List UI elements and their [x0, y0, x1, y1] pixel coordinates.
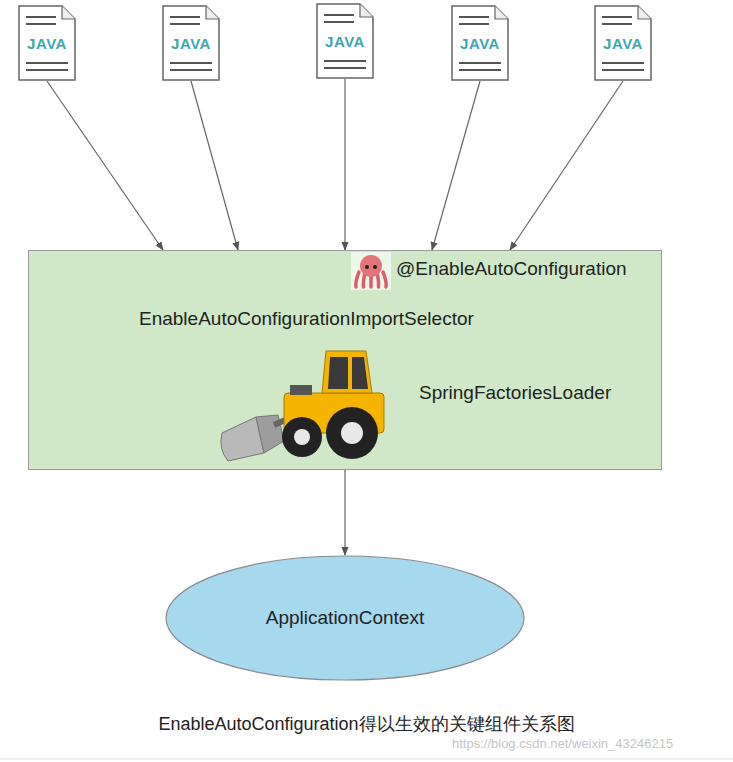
page-line	[26, 23, 56, 25]
page-line	[170, 69, 212, 71]
page-fold	[638, 6, 651, 19]
java-file-icon: JAVA	[451, 5, 509, 81]
page-line	[602, 16, 632, 18]
page-line	[170, 16, 200, 18]
file-type-label: JAVA	[18, 35, 76, 52]
page-line	[26, 69, 68, 71]
flow-arrow	[191, 81, 238, 250]
annotation-name: @EnableAutoConfiguration	[396, 258, 627, 280]
watermark: https://blog.csdn.net/weixin_43246215	[452, 736, 673, 751]
page-shape	[317, 4, 373, 78]
java-file-icon: JAVA	[594, 5, 652, 81]
page-fold	[206, 6, 219, 19]
page-shape	[163, 6, 219, 80]
context-ellipse: ApplicationContext	[165, 555, 525, 681]
java-file-icon: JAVA	[316, 3, 374, 79]
page-line	[170, 23, 200, 25]
page-line	[459, 23, 489, 25]
java-file-icon: JAVA	[162, 5, 220, 81]
page-shape	[595, 6, 651, 80]
flow-arrow	[510, 81, 623, 250]
octopus-icon	[351, 252, 391, 290]
flow-arrow	[344, 79, 345, 250]
file-type-label: JAVA	[162, 35, 220, 52]
page-fold	[495, 6, 508, 19]
loader-illustration	[214, 345, 394, 463]
page-line	[459, 69, 501, 71]
flow-arrow	[47, 81, 163, 250]
auto-config-box: @EnableAutoConfigurationEnableAutoConfig…	[28, 250, 662, 470]
page-line	[324, 14, 354, 16]
figure-caption: EnableAutoConfiguration得以生效的关键组件关系图	[0, 712, 733, 736]
page-line	[602, 69, 644, 71]
file-type-label: JAVA	[594, 35, 652, 52]
bottom-rule	[0, 759, 733, 760]
page-line	[324, 21, 354, 23]
page-line	[324, 67, 366, 69]
file-type-label: JAVA	[316, 33, 374, 50]
page-shape	[452, 6, 508, 80]
file-type-label: JAVA	[451, 35, 509, 52]
page-line	[459, 62, 501, 64]
page-fold	[360, 4, 373, 17]
page-line	[324, 60, 366, 62]
context-name: ApplicationContext	[266, 607, 424, 629]
page-line	[459, 16, 489, 18]
page-line	[602, 23, 632, 25]
component-name: SpringFactoriesLoader	[419, 382, 611, 404]
component-name: EnableAutoConfigurationImportSelector	[139, 308, 474, 330]
flow-arrow	[432, 81, 480, 250]
page-line	[170, 62, 212, 64]
page-line	[26, 16, 56, 18]
page-shape	[19, 6, 75, 80]
page-fold	[62, 6, 75, 19]
java-file-icon: JAVA	[18, 5, 76, 81]
page-line	[26, 62, 68, 64]
page-line	[602, 62, 644, 64]
flow-arrow	[344, 470, 345, 555]
